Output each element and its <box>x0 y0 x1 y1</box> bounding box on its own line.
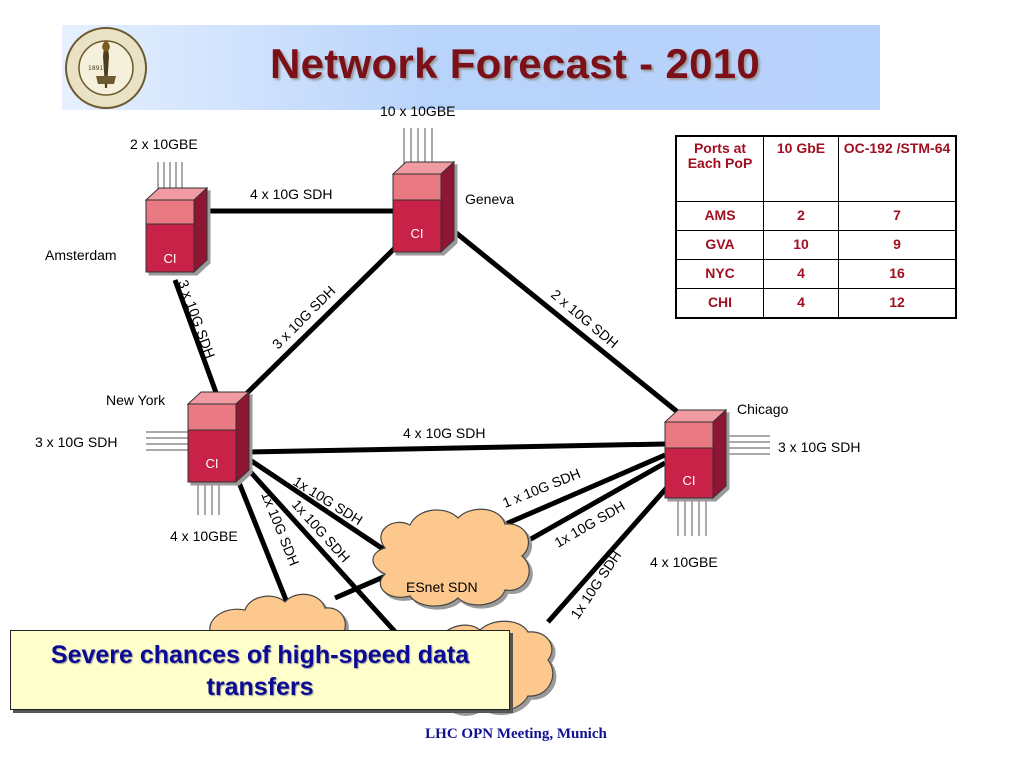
newyork-bottom-port-stubs <box>197 480 220 515</box>
table-cell-oc192: 12 <box>838 287 957 319</box>
amsterdam-name: Amsterdam <box>45 247 117 263</box>
link-ny-cloud3 <box>244 465 400 637</box>
link-ny-cloud2 <box>235 479 293 611</box>
geneva-name: Geneva <box>465 191 514 207</box>
table-row: GVA 10 9 <box>675 229 957 260</box>
table-cell-pop: AMS <box>675 201 764 231</box>
router-geneva <box>391 160 456 254</box>
table-row: NYC 4 16 <box>675 258 957 289</box>
table-row: CHI 4 12 <box>675 287 957 319</box>
newyork-name: New York <box>106 392 166 408</box>
link-ny-esnet <box>248 457 394 558</box>
ports-table-header-row: Ports at Each PoP 10 GbE OC-192 /STM-64 <box>675 135 957 202</box>
link-chi-cloud3-label: 1x 10G SDH <box>567 548 624 622</box>
svg-text:1891: 1891 <box>88 65 103 72</box>
newyork-bottom-ports-label: 4 x 10GBE <box>170 528 238 544</box>
cloud-left <box>209 593 346 641</box>
ports-table-header-oc192: OC-192 /STM-64 <box>838 135 957 202</box>
table-cell-pop: GVA <box>675 229 764 260</box>
chicago-bottom-ports-label: 4 x 10GBE <box>650 554 718 570</box>
link-ams-ny <box>172 279 221 399</box>
table-cell-pop: NYC <box>675 258 764 289</box>
cloud-esnet <box>372 508 530 607</box>
link-ny-gva <box>238 243 400 402</box>
page-title: Network Forecast - 2010 <box>269 40 761 87</box>
router-chicago-label: CI <box>683 473 696 488</box>
router-chicago <box>663 408 728 500</box>
router-newyork <box>186 390 251 484</box>
caltech-seal-logo: 1891 <box>65 27 147 109</box>
link-ny-chi-label: 4 x 10G SDH <box>403 425 485 441</box>
router-geneva-label: CI <box>411 226 424 241</box>
router-amsterdam <box>144 186 209 274</box>
cloud-bottom-partial-label: t <box>509 655 513 671</box>
chicago-name: Chicago <box>737 401 789 417</box>
callout-box: Severe chances of high-speed data transf… <box>10 630 510 710</box>
table-row: AMS 2 7 <box>675 201 957 231</box>
link-ams-gva-label: 4 x 10G SDH <box>250 186 332 202</box>
amsterdam-ports-label: 2 x 10GBE <box>130 136 198 152</box>
link-ny-chi <box>249 441 666 455</box>
link-ny-gva-label: 3 x 10G SDH <box>269 282 339 352</box>
table-cell-10gbe: 4 <box>763 258 839 289</box>
ports-table-header-10gbe: 10 GbE <box>763 135 839 202</box>
link-chi-esnet-b <box>513 460 667 551</box>
table-cell-pop: CHI <box>675 287 764 319</box>
footer-text: LHC OPN Meeting, Munich <box>425 726 607 742</box>
ports-table: Ports at Each PoP 10 GbE OC-192 /STM-64 … <box>675 135 957 319</box>
title-banner <box>62 25 880 110</box>
chicago-bottom-port-stubs <box>677 496 707 536</box>
table-cell-oc192: 9 <box>838 229 957 260</box>
link-chi-cloud3 <box>546 473 680 624</box>
link-gva-chi <box>453 230 687 420</box>
table-cell-10gbe: 10 <box>763 229 839 260</box>
newyork-left-ports-label: 3 x 10G SDH <box>35 434 117 450</box>
geneva-ports-label: 10 x 10GBE <box>380 103 456 119</box>
table-cell-oc192: 7 <box>838 201 957 231</box>
link-chi-esnet-a-label: 1 x 10G SDH <box>500 465 582 511</box>
router-newyork-label: CI <box>206 456 219 471</box>
link-ams-ny-label: 3 x 10G SDH <box>175 278 218 361</box>
table-cell-oc192: 16 <box>838 258 957 289</box>
chicago-right-port-stubs <box>728 435 770 455</box>
ports-table-header-pop: Ports at Each PoP <box>675 135 764 202</box>
esnet-cloud-label: ESnet SDN <box>406 579 478 595</box>
newyork-left-port-stubs <box>146 431 190 451</box>
table-cell-10gbe: 4 <box>763 287 839 319</box>
chicago-right-ports-label: 3 x 10G SDH <box>778 439 860 455</box>
table-cell-10gbe: 2 <box>763 201 839 231</box>
router-amsterdam-label: CI <box>164 251 177 266</box>
